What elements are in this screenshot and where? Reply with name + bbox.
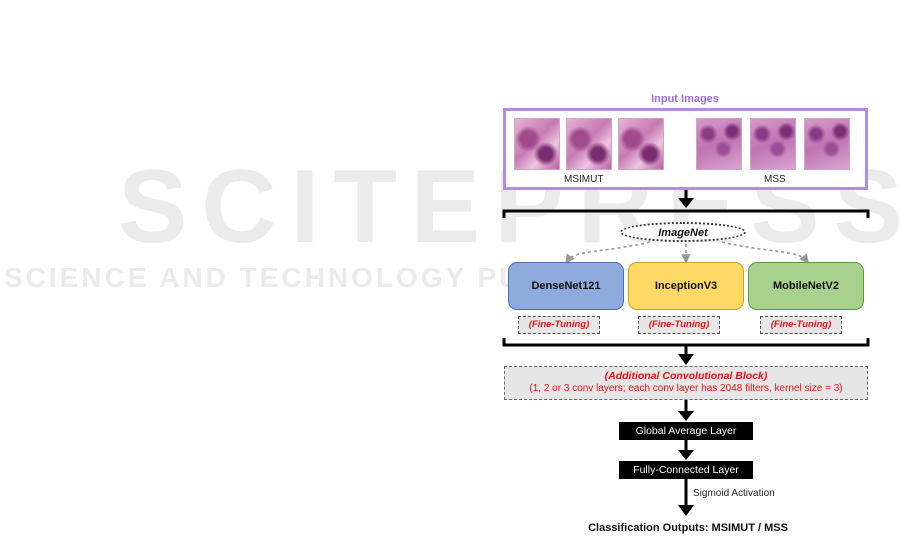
conv-block-detail: (1, 2 or 3 conv layers; each conv layer … xyxy=(529,383,843,394)
mobilenetv2-box: MobileNetV2 xyxy=(748,262,864,310)
msimut-image-3 xyxy=(618,118,664,170)
bottom-brace xyxy=(502,338,870,347)
mss-image-1 xyxy=(696,118,742,170)
fully-connected-layer: Fully-Connected Layer xyxy=(619,461,753,479)
fine-tuning-inception: (Fine-Tuning) xyxy=(638,316,720,334)
msimut-image-2 xyxy=(566,118,612,170)
conv-block-title: (Additional Convolutional Block) xyxy=(604,370,768,382)
imagenet-to-densenet xyxy=(565,241,651,264)
mss-image-3 xyxy=(804,118,850,170)
fine-tuning-mobilenet: (Fine-Tuning) xyxy=(760,316,842,334)
imagenet-to-mobilenet xyxy=(721,241,810,264)
input-images-frame: MSIMUT MSS xyxy=(503,108,868,190)
fine-tuning-densenet: (Fine-Tuning) xyxy=(518,316,600,334)
msimut-image-1 xyxy=(514,118,560,170)
mss-label: MSS xyxy=(764,174,786,185)
mss-image-2 xyxy=(750,118,796,170)
mobilenetv2-label: MobileNetV2 xyxy=(772,280,839,292)
inceptionv3-label: InceptionV3 xyxy=(654,280,718,292)
top-brace xyxy=(502,209,870,218)
msimut-label: MSIMUT xyxy=(564,174,604,185)
input-images-title: Input Images xyxy=(651,93,719,105)
classification-outputs: Classification Outputs: MSIMUT / MSS xyxy=(588,522,788,534)
global-average-layer: Global Average Layer xyxy=(619,422,753,440)
sigmoid-activation-label: Sigmoid Activation xyxy=(693,488,775,499)
additional-conv-block: (Additional Convolutional Block) (1, 2 o… xyxy=(504,366,868,400)
densenet121-label: DenseNet121 xyxy=(531,280,601,292)
arrow-input-head xyxy=(678,198,694,208)
imagenet-node: ImageNet xyxy=(620,222,746,242)
densenet121-box: DenseNet121 xyxy=(508,262,624,310)
inceptionv3-box: InceptionV3 xyxy=(628,262,744,310)
